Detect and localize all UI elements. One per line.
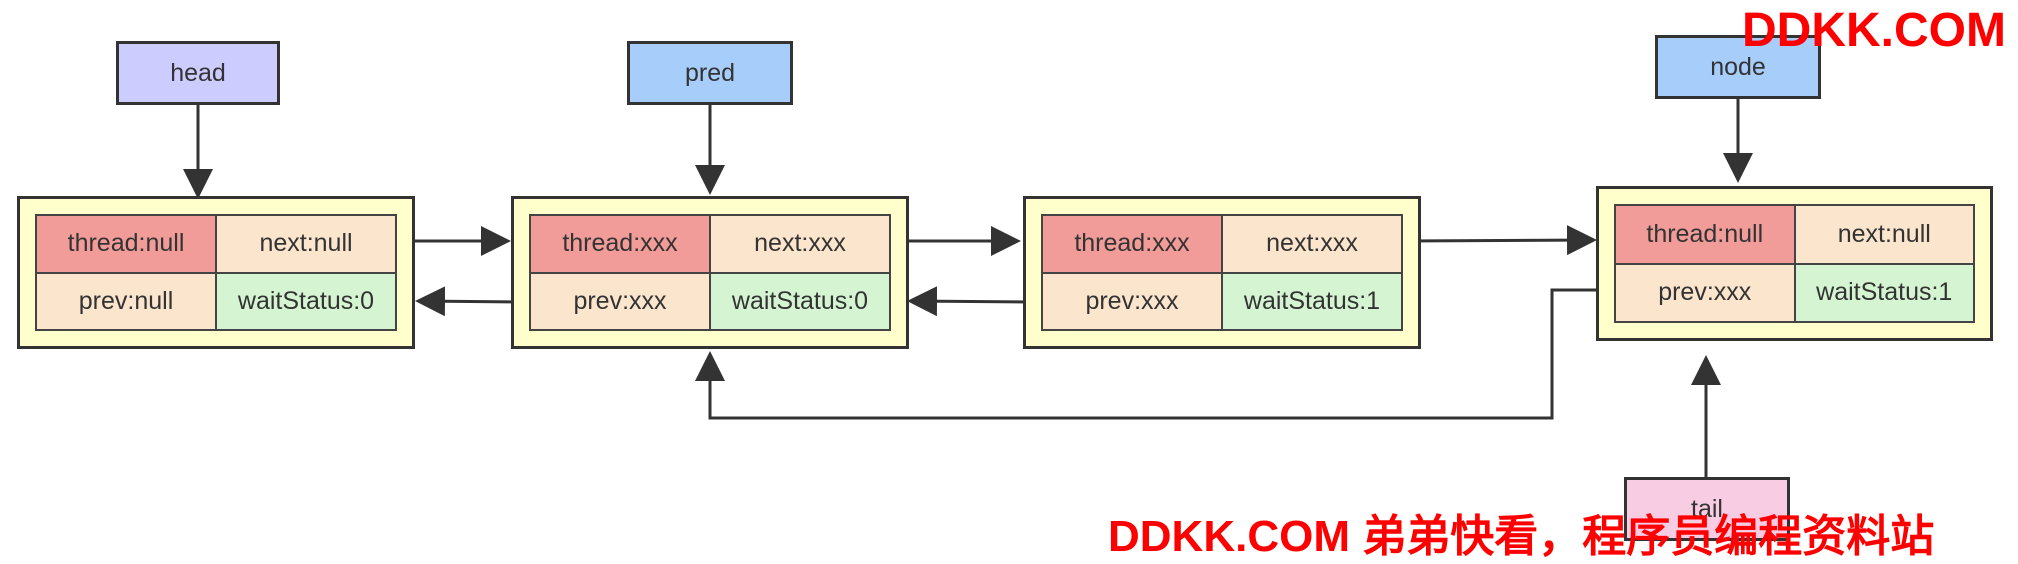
prev-link-node-to-pred	[695, 288, 1611, 420]
prev-link-2	[907, 286, 1041, 317]
queue-node-4: thread:null next:null prev:xxx waitStatu…	[1596, 186, 1993, 341]
tail-label: tail	[1624, 477, 1790, 541]
prev-field: prev:null	[36, 272, 216, 330]
pred-label: pred	[627, 41, 793, 105]
watermark-bottom: DDKK.COM 弟弟快看，程序员编程资料站	[1108, 512, 1935, 561]
next-link-3	[1405, 225, 1597, 256]
next-field: next:xxx	[1222, 215, 1402, 273]
thread-field: thread:null	[1615, 205, 1795, 264]
wait-status-field: waitStatus:1	[1222, 272, 1402, 330]
prev-link-1	[415, 286, 528, 317]
queue-node-1: thread:null next:null prev:null waitStat…	[17, 196, 415, 349]
head-label: head	[116, 41, 280, 105]
next-field: next:null	[1794, 205, 1974, 264]
thread-field: thread:xxx	[530, 215, 710, 273]
wait-status-field: waitStatus:0	[710, 272, 890, 330]
wait-status-field: waitStatus:1	[1794, 263, 1974, 322]
queue-node-2: thread:xxx next:xxx prev:xxx waitStatus:…	[511, 196, 909, 349]
wait-status-field: waitStatus:0	[216, 272, 396, 330]
thread-field: thread:xxx	[1042, 215, 1222, 273]
next-field: next:null	[216, 215, 396, 273]
prev-field: prev:xxx	[530, 272, 710, 330]
prev-field: prev:xxx	[1042, 272, 1222, 330]
thread-field: thread:null	[36, 215, 216, 273]
node-label: node	[1655, 35, 1821, 99]
next-field: next:xxx	[710, 215, 890, 273]
queue-node-3: thread:xxx next:xxx prev:xxx waitStatus:…	[1023, 196, 1421, 349]
prev-field: prev:xxx	[1615, 263, 1795, 322]
watermark-top: DDKK.COM	[1742, 4, 2006, 57]
